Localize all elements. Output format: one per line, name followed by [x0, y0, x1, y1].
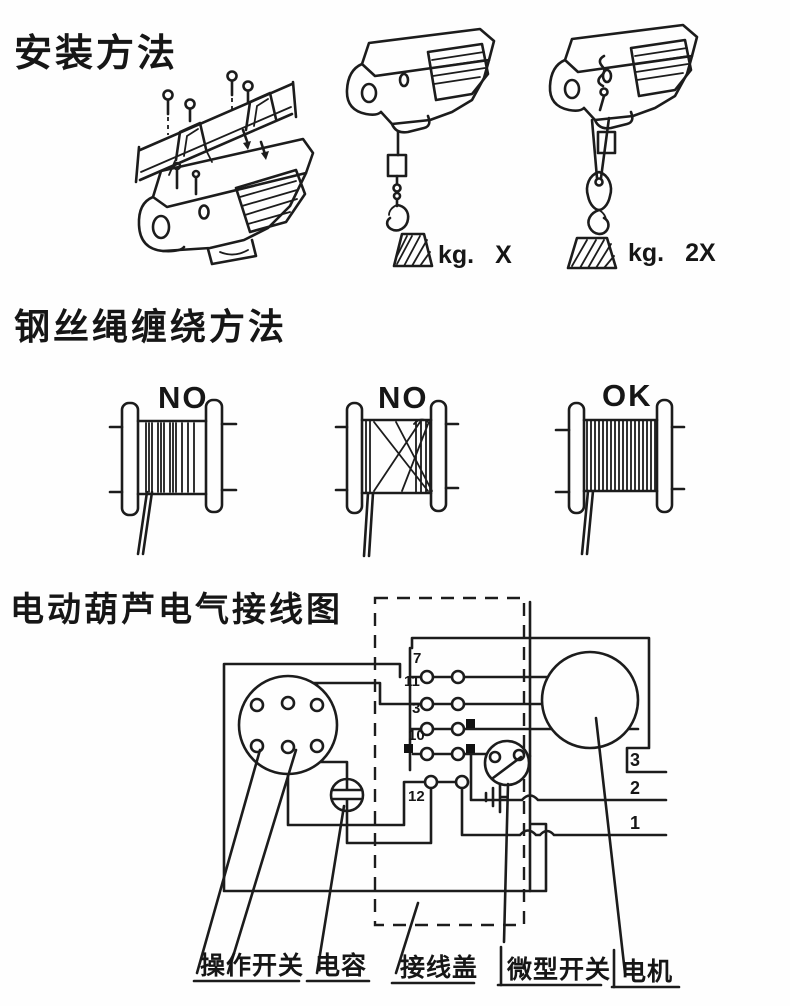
wire-number-3: 3	[630, 750, 640, 770]
spool-correct-even: OK	[554, 378, 686, 556]
figure-hoist-single-line: kg. X	[345, 27, 512, 269]
wiring-diagram: 7 11 3 10 12 3 2 1 操作开关 电容 接线盖 微型开关 电机	[192, 596, 681, 989]
winding-figures: NO NO OK	[108, 378, 686, 558]
terminal-strip	[404, 669, 475, 790]
terminal-number-3: 3	[412, 700, 420, 717]
motor-symbol	[540, 650, 640, 750]
capacitor-symbol	[329, 777, 365, 813]
rope-hook-weight-single	[385, 130, 434, 268]
wire-number-2: 2	[630, 778, 640, 798]
leader-lines	[195, 716, 627, 989]
rope-hook-weight-double	[566, 116, 618, 270]
mounting-screws	[162, 70, 254, 196]
spool-wrong-crossed: NO	[334, 380, 460, 558]
terminal-number-7: 7	[413, 650, 421, 667]
label-capacitor: 电容	[315, 951, 367, 980]
section-title-wiring: 电动葫芦电气接线图	[10, 591, 343, 629]
ground-symbol	[484, 780, 509, 814]
operation-switch-symbol	[237, 674, 339, 776]
spool-label-no-1: NO	[158, 380, 209, 415]
terminal-number-11: 11	[404, 673, 420, 690]
installation-figures: kg. X kg. 2X	[134, 23, 716, 270]
figure-beam-mounting	[134, 70, 315, 266]
caption-kg-2x: kg. 2X	[628, 239, 716, 267]
figure-hoist-double-line: kg. 2X	[548, 23, 716, 270]
micro-switch-symbol	[483, 739, 531, 944]
wire-number-1: 1	[630, 813, 640, 833]
spool-label-no-2: NO	[378, 380, 429, 415]
spool-label-ok: OK	[602, 378, 653, 413]
terminal-number-12: 12	[408, 788, 425, 805]
spool-wrong-bunched: NO	[108, 380, 238, 556]
caption-kg-x: kg. X	[438, 241, 512, 269]
insertion-arrows	[241, 128, 269, 160]
label-terminal-cover: 接线盖	[400, 953, 478, 982]
part-labels: 操作开关 电容 接线盖 微型开关 电机	[192, 951, 681, 989]
label-micro-switch: 微型开关	[506, 956, 611, 984]
label-operation-switch: 操作开关	[200, 952, 304, 980]
section-title-installation: 安装方法	[14, 33, 179, 75]
label-motor: 电机	[621, 958, 673, 986]
terminal-number-10: 10	[408, 727, 425, 744]
section-title-winding: 钢丝绳缠绕方法	[14, 306, 288, 347]
hoist-body-mounted	[137, 137, 315, 266]
wiring-lines	[222, 600, 668, 893]
